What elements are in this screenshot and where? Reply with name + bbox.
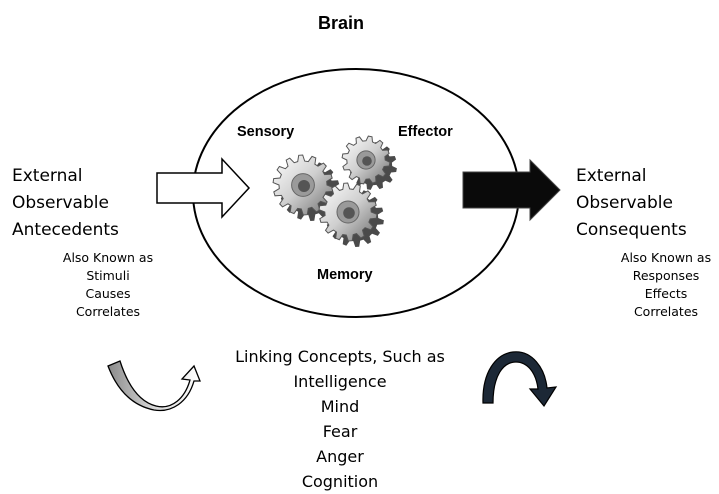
consequents-line: Consequents xyxy=(576,220,687,240)
effector-label: Effector xyxy=(398,124,453,140)
diagram-title: Brain xyxy=(318,13,365,33)
gears-icon xyxy=(272,135,397,247)
white-arrow-icon xyxy=(156,157,251,219)
linking-item: Mind xyxy=(320,397,360,416)
aka-line: Correlates xyxy=(75,304,141,319)
antecedents-label: External Observable Antecedents xyxy=(12,163,119,244)
linking-concepts: Linking Concepts, Such as Intelligence M… xyxy=(220,344,460,494)
gear-hole xyxy=(362,156,372,166)
antecedents-aka: Also Known as Stimuli Causes Correlates xyxy=(52,249,164,321)
antecedents-line: Observable xyxy=(12,193,109,213)
consequents-line: Observable xyxy=(576,193,673,213)
linking-item: Intelligence xyxy=(293,372,387,391)
consequents-line: External xyxy=(576,166,647,186)
curved-arrow-down-icon xyxy=(482,351,558,408)
antecedents-line: Antecedents xyxy=(12,220,119,240)
aka-line: Causes xyxy=(85,286,131,301)
linking-heading: Linking Concepts, Such as xyxy=(235,347,445,366)
gear-hole xyxy=(298,180,310,192)
black-arrow-icon xyxy=(462,158,561,222)
memory-label: Memory xyxy=(317,267,373,283)
curved-arrow-up-icon xyxy=(107,360,201,412)
gear-hole xyxy=(343,207,355,219)
aka-line: Also Known as xyxy=(620,250,712,265)
aka-line: Also Known as xyxy=(62,250,154,265)
consequents-label: External Observable Consequents xyxy=(576,163,687,244)
linking-item: Cognition xyxy=(301,472,379,491)
aka-line: Effects xyxy=(644,286,688,301)
consequents-aka: Also Known as Responses Effects Correlat… xyxy=(615,249,717,321)
linking-item: Anger xyxy=(316,447,364,466)
aka-line: Correlates xyxy=(633,304,699,319)
aka-line: Responses xyxy=(632,268,700,283)
aka-line: Stimuli xyxy=(86,268,130,283)
antecedents-line: External xyxy=(12,166,83,186)
linking-item: Fear xyxy=(322,422,358,441)
sensory-label: Sensory xyxy=(237,124,295,140)
